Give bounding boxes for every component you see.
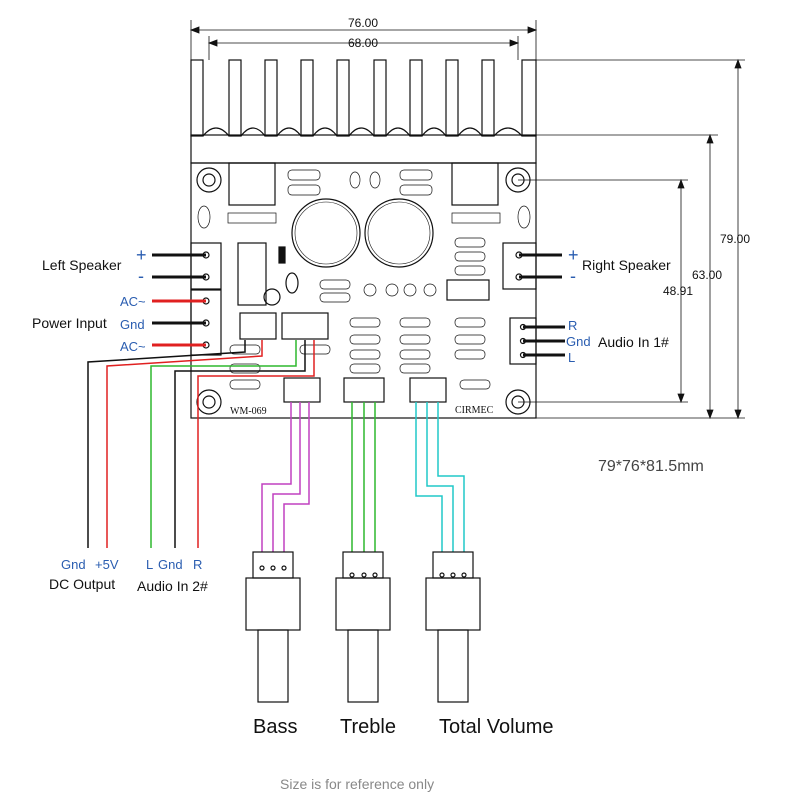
bottom-left-wires: [87, 340, 315, 548]
audio-in-2-pin-l: L: [146, 557, 154, 572]
left-speaker-minus: -: [138, 266, 144, 286]
dim-width-68: 68.00: [348, 36, 379, 50]
audio-in-1-pin-r: R: [568, 318, 578, 333]
dimension-lines: [189, 20, 745, 420]
right-speaker-plus: +: [568, 245, 579, 265]
right-wires: [519, 253, 565, 357]
volume-wires: [415, 402, 465, 552]
audio-in-1-label: Audio In 1#: [598, 334, 669, 350]
treble-wires: [351, 402, 376, 552]
heatsink: [190, 59, 537, 164]
treble-pot: [335, 551, 391, 703]
audio-in-2-pin-r: R: [193, 557, 203, 572]
left-speaker-label: Left Speaker: [42, 257, 122, 273]
audio-in-1-pin-l: L: [568, 350, 576, 365]
dc-output-label: DC Output: [49, 576, 116, 592]
power-input-label: Power Input: [32, 315, 107, 331]
pcb-board: [190, 162, 537, 419]
audio-in-1-pin-gnd: Gnd: [566, 334, 591, 349]
board-brand: CIRMEC: [455, 405, 494, 416]
right-speaker-minus: -: [570, 266, 576, 286]
left-speaker-plus: +: [136, 245, 147, 265]
dim-width-76: 76.00: [348, 16, 379, 30]
right-speaker-label: Right Speaker: [582, 257, 671, 273]
bass-label: Bass: [253, 716, 298, 738]
power-pin-gnd: Gnd: [120, 317, 145, 332]
volume-pot: [425, 551, 481, 703]
bass-pot: [245, 551, 301, 703]
footer-note: Size is for reference only: [280, 776, 435, 792]
dim-height-48: 48.91: [663, 284, 694, 298]
size-note: 79*76*81.5mm: [598, 458, 704, 475]
dim-height-63: 63.00: [692, 268, 723, 282]
audio-in-2-pin-gnd: Gnd: [158, 557, 183, 572]
power-pin-ac-2: AC~: [120, 339, 146, 354]
treble-label: Treble: [340, 716, 396, 738]
dc-output-pin-gnd: Gnd: [61, 557, 86, 572]
left-wires: [152, 253, 206, 347]
bass-wires: [261, 402, 310, 552]
power-pin-ac-1: AC~: [120, 294, 146, 309]
dc-output-pin-5v: +5V: [95, 557, 119, 572]
total-volume-label: Total Volume: [439, 716, 554, 738]
board-model: WM-069: [230, 406, 267, 417]
dim-height-79: 79.00: [720, 232, 751, 246]
audio-in-2-label: Audio In 2#: [137, 578, 208, 594]
